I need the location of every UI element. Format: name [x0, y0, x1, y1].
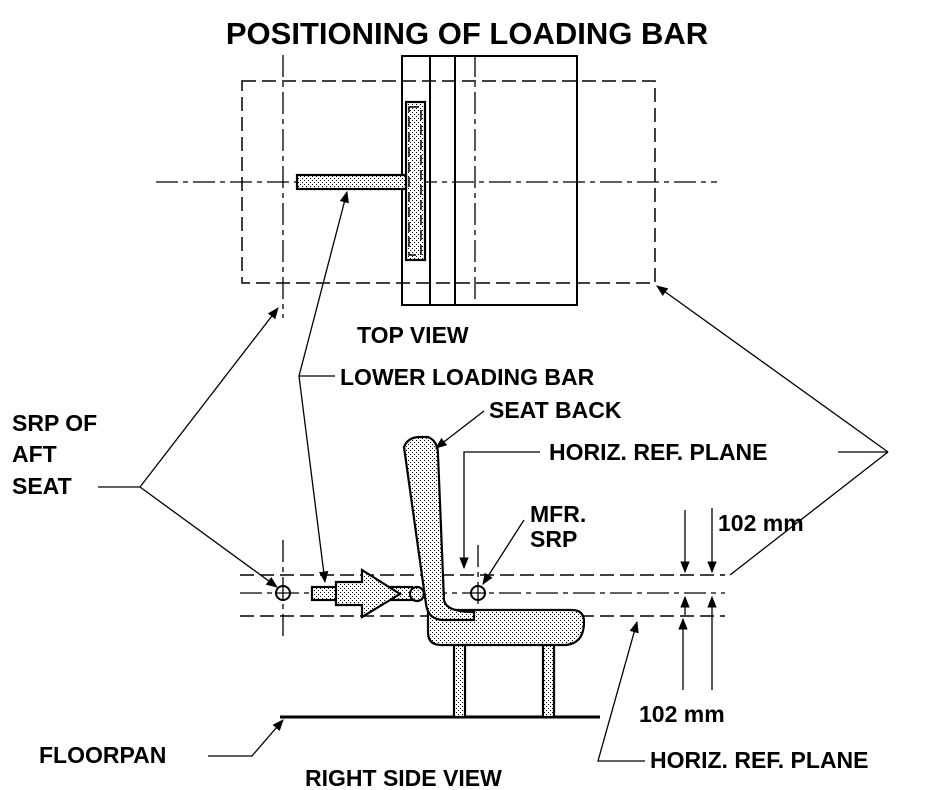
loading-direction-arrow: [334, 568, 403, 619]
label-right-side-view: RIGHT SIDE VIEW: [305, 765, 502, 790]
side-loading-bar-pad: [408, 585, 426, 603]
label-srp-aft-line1: SRP OF: [12, 410, 97, 436]
label-lower-loading-bar: LOWER LOADING BAR: [340, 364, 595, 390]
label-srp-aft-line2: AFT: [12, 441, 57, 467]
label-horiz-ref-plane-lower: HORIZ. REF. PLANE: [650, 747, 869, 773]
seat-back-leader: [435, 410, 485, 449]
loading-bar-leader-to-side: [298, 375, 329, 584]
srp-aft-leader-to-top: [139, 307, 279, 488]
seat-front-leg: [452, 641, 467, 719]
top-view-seat-outline: [401, 55, 578, 306]
seat-back: [402, 435, 476, 622]
label-mfr-srp-line2: SRP: [530, 526, 577, 552]
loading-bar-leader-to-top: [298, 190, 349, 377]
srp-aft-leader-to-side: [139, 486, 278, 588]
top-view-loading-bar-pad-hidden: [408, 106, 422, 256]
floorpan-leader: [208, 719, 284, 757]
label-floorpan: FLOORPAN: [39, 742, 166, 768]
label-top-view: TOP VIEW: [357, 322, 469, 348]
label-srp-aft-line3: SEAT: [12, 473, 72, 499]
label-seat-back: SEAT BACK: [489, 397, 622, 423]
top-view: [156, 55, 717, 318]
mfr-srp-marker: [470, 585, 486, 601]
top-view-loading-bar-rod: [295, 173, 408, 191]
horiz-ref-upper-leader-to-top: [656, 285, 889, 453]
label-dim-upper: 102 mm: [718, 510, 804, 536]
horiz-ref-upper-leader-to-side: [729, 451, 889, 576]
label-horiz-ref-plane-upper: HORIZ. REF. PLANE: [549, 439, 768, 465]
horiz-ref-upper-leader-to-seat: [459, 451, 540, 570]
label-mfr-srp-line1: MFR.: [530, 501, 586, 527]
seat-rear-leg: [541, 641, 556, 719]
horiz-ref-lower-leader: [597, 620, 645, 762]
mfr-srp-leader: [482, 519, 525, 585]
label-dim-lower: 102 mm: [639, 701, 725, 727]
srp-aft-seat-marker: [275, 585, 291, 601]
side-view: [240, 435, 725, 719]
diagram-title: POSITIONING OF LOADING BAR: [226, 16, 708, 51]
leader-lines: [98, 190, 889, 762]
